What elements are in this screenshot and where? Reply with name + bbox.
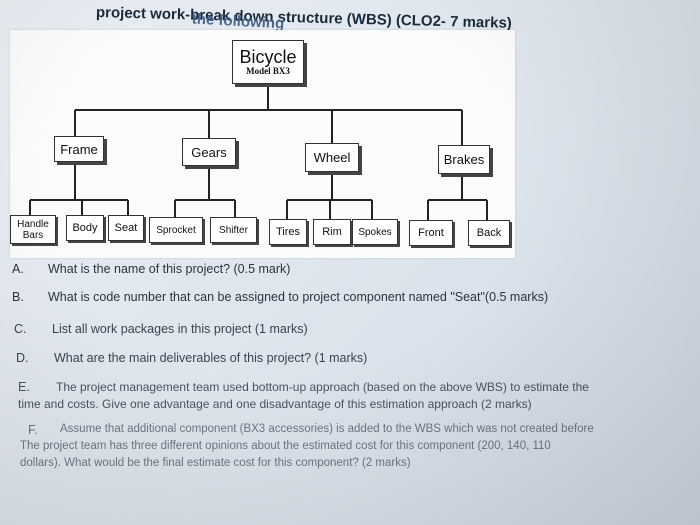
- wbs-diagram: Bicycle Model BX3 Frame Gears Wheel Brak…: [10, 30, 515, 258]
- wbs-leaf-front: Front: [409, 220, 453, 246]
- wbs-leaf-body: Body: [66, 215, 104, 241]
- wbs-root-bicycle: Bicycle Model BX3: [232, 40, 304, 84]
- wbs-leaf-rim: Rim: [313, 219, 351, 245]
- wbs-leaf-sprocket: Sprocket: [149, 217, 203, 243]
- question-text: The project management team used bottom-…: [56, 380, 589, 394]
- question-header: the following project work-break down st…: [0, 0, 700, 32]
- wbs-leaf-tires: Tires: [269, 219, 307, 245]
- question-text: What are the main deliverables of this p…: [54, 351, 368, 365]
- question-letter: C.: [14, 322, 27, 336]
- wbs-leaf-seat: Seat: [108, 215, 144, 241]
- question-list: A. What is the name of this project? (0.…: [0, 258, 700, 525]
- wbs-root-title: Bicycle: [239, 47, 297, 67]
- wbs-node-brakes: Brakes: [438, 145, 490, 174]
- question-text: List all work packages in this project (…: [52, 322, 308, 336]
- question-text-line2: The project team has three different opi…: [20, 440, 551, 452]
- question-letter: E.: [18, 380, 30, 394]
- question-text: What is code number that can be assigned…: [48, 290, 549, 304]
- wbs-node-wheel: Wheel: [305, 143, 359, 172]
- question-letter: B.: [12, 290, 24, 304]
- wbs-leaf-shifter: Shifter: [210, 217, 257, 243]
- wbs-node-frame: Frame: [54, 136, 104, 162]
- question-letter: A.: [12, 262, 24, 276]
- wbs-root-subtitle: Model BX3: [246, 66, 290, 76]
- wbs-leaf-handle-bars: Handle Bars: [10, 215, 56, 244]
- question-letter: F.: [28, 423, 38, 437]
- header-title: project work-break down structure (WBS) …: [95, 4, 512, 32]
- question-text: Assume that additional component (BX3 ac…: [60, 423, 594, 435]
- question-text-line2: time and costs. Give one advantage and o…: [18, 397, 532, 411]
- question-letter: D.: [16, 351, 29, 365]
- wbs-connectors: [29, 84, 488, 220]
- wbs-node-gears: Gears: [182, 138, 236, 166]
- question-text: What is the name of this project? (0.5 m…: [48, 262, 291, 276]
- wbs-leaf-spokes: Spokes: [352, 219, 398, 245]
- question-text-line3: dollars). What would be the final estima…: [20, 457, 411, 469]
- wbs-leaf-back: Back: [468, 220, 510, 246]
